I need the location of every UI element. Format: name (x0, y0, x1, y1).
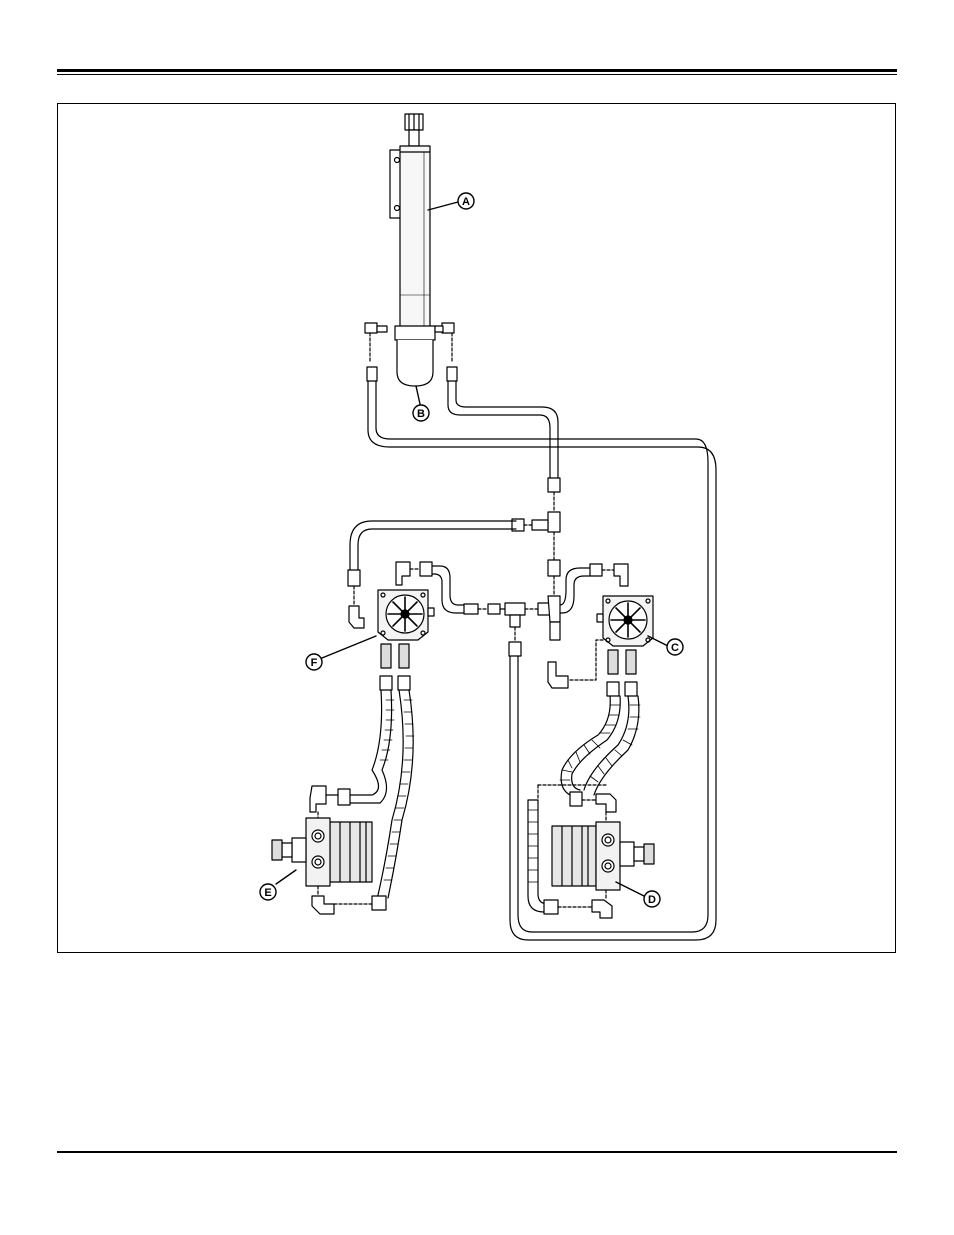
callout-d-label: D (648, 894, 656, 906)
right-motor (552, 812, 654, 918)
right-pump (548, 596, 653, 696)
left-motor (272, 786, 372, 914)
filter (365, 323, 457, 386)
callout-a-label: A (462, 196, 470, 208)
callout-c-label: C (671, 642, 679, 654)
callout-f-label: F (311, 657, 318, 669)
callout-e: E (260, 884, 276, 900)
callout-b-label: B (417, 408, 425, 420)
leader-lines (276, 202, 668, 896)
callout-c: C (667, 639, 683, 655)
left-pump (378, 590, 434, 690)
callout-f: F (306, 654, 322, 670)
callout-a: A (458, 193, 474, 209)
callout-d: D (644, 891, 660, 907)
right-braided-hoses (560, 696, 640, 812)
callout-b: B (413, 405, 429, 421)
callout-e-label: E (264, 887, 271, 899)
reservoir (390, 114, 430, 330)
return-hoses (368, 381, 716, 940)
